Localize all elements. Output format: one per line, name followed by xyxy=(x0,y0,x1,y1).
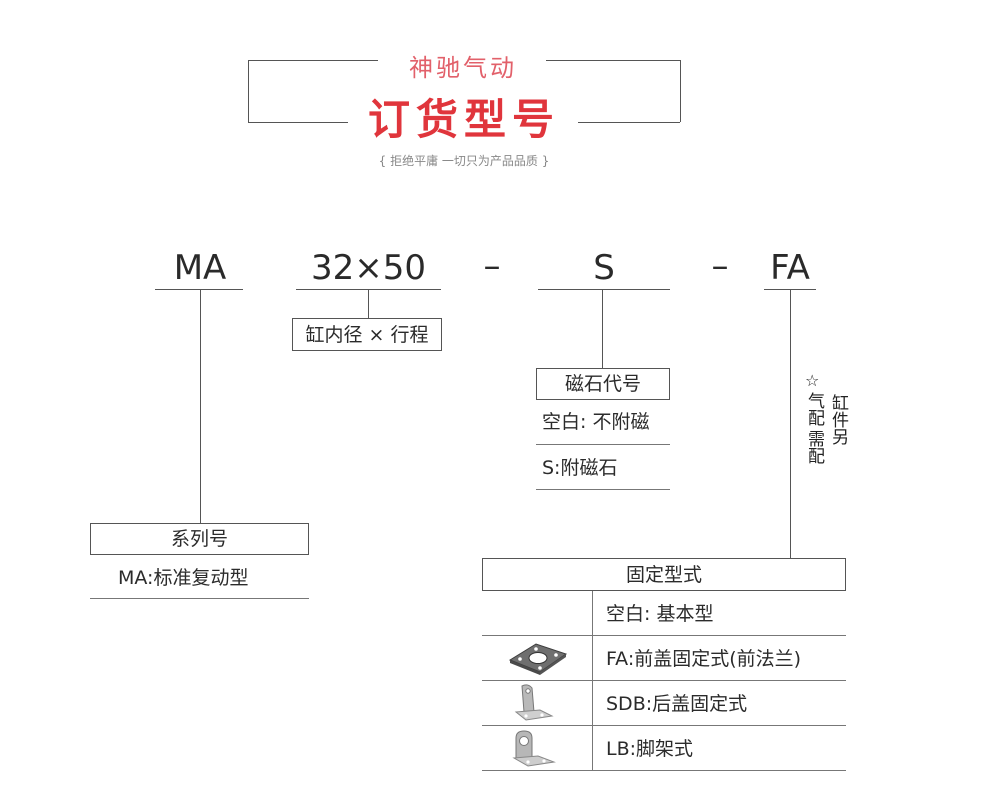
note-col-2-line1: 缸件另 xyxy=(828,394,848,445)
mount-title: 固定型式 xyxy=(625,563,702,586)
header-frame-bottom-left xyxy=(248,122,348,123)
magnet-divider-2 xyxy=(536,489,670,490)
mount-divider-4 xyxy=(482,770,846,771)
page-title: 订货型号 xyxy=(367,95,560,144)
mount-row-basic: 空白: 基本型 xyxy=(606,603,714,625)
flange-plate-icon xyxy=(506,640,570,680)
code-dash-2: – xyxy=(711,246,729,286)
mount-column-divider xyxy=(592,591,593,771)
brand-name: 神驰气动 xyxy=(409,54,517,82)
code-series: MA xyxy=(173,248,227,288)
foot-bracket-icon xyxy=(508,728,560,772)
code-dash-1: – xyxy=(483,246,501,286)
mount-connector xyxy=(790,289,791,559)
header-frame-right xyxy=(680,60,681,122)
code-series-underline xyxy=(155,289,243,290)
mount-row-sdb: SDB:后盖固定式 xyxy=(606,693,748,715)
mount-row-fa: FA:前盖固定式(前法兰) xyxy=(606,648,802,670)
code-mount: FA xyxy=(770,248,810,288)
magnet-connector xyxy=(602,289,603,369)
header-frame-bottom-right xyxy=(578,122,680,123)
magnet-divider-1 xyxy=(536,444,670,445)
note-col-1: 气配 xyxy=(804,392,824,426)
size-label: 缸内径 × 行程 xyxy=(305,323,429,346)
header-frame-left xyxy=(248,60,249,122)
magnet-row-1: 空白: 不附磁 xyxy=(542,411,650,433)
code-magnet: S xyxy=(593,248,615,288)
mount-title-box: 固定型式 xyxy=(482,558,846,591)
code-size: 32×50 xyxy=(310,248,426,288)
note-col-1-line2: 需配 xyxy=(804,430,824,464)
series-connector xyxy=(200,289,201,524)
header-frame-top-right xyxy=(546,60,680,61)
mount-divider-3 xyxy=(482,725,846,726)
series-title-box: 系列号 xyxy=(90,523,309,555)
series-value: MA:标准复动型 xyxy=(118,567,249,589)
code-magnet-underline xyxy=(538,289,670,290)
magnet-title-box: 磁石代号 xyxy=(536,368,670,400)
rear-bracket-icon xyxy=(512,682,556,726)
series-divider xyxy=(90,598,309,599)
size-connector xyxy=(368,289,369,319)
series-title: 系列号 xyxy=(170,528,228,550)
note-star-icon: ☆ xyxy=(805,371,820,390)
magnet-title: 磁石代号 xyxy=(564,373,641,395)
tagline: { 拒绝平庸 一切只为产品品质 } xyxy=(378,154,550,168)
header-frame-top-left xyxy=(248,60,378,61)
magnet-row-2: S:附磁石 xyxy=(542,457,618,479)
mount-row-lb: LB:脚架式 xyxy=(606,738,694,760)
size-label-box: 缸内径 × 行程 xyxy=(292,318,442,351)
mount-divider-2 xyxy=(482,680,846,681)
mount-divider-1 xyxy=(482,635,846,636)
